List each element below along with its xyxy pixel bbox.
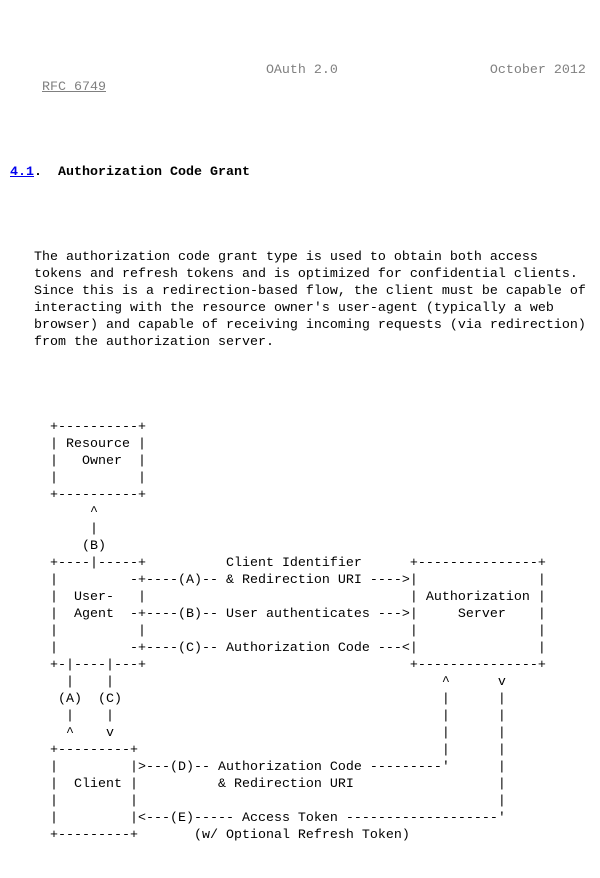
section-heading: 4.1. Authorization Code Grant: [10, 164, 600, 181]
intro-paragraph: The authorization code grant type is use…: [33, 250, 586, 350]
section-separator: .: [34, 165, 58, 180]
section-title: Authorization Code Grant: [58, 165, 250, 180]
document-date: October 2012: [489, 63, 586, 78]
oauth-flow-diagram: +----------+ | Resource | | Owner | | | …: [49, 420, 546, 843]
rfc-number-link[interactable]: RFC 6749: [42, 80, 106, 95]
rfc-document-page: RFC 6749 OAuth 2.0 October 2012 4.1. Aut…: [10, 62, 600, 843]
document-title: OAuth 2.0: [265, 63, 338, 78]
page-header: RFC 6749 OAuth 2.0 October 2012: [10, 62, 600, 95]
section-number-link[interactable]: 4.1: [10, 165, 34, 180]
